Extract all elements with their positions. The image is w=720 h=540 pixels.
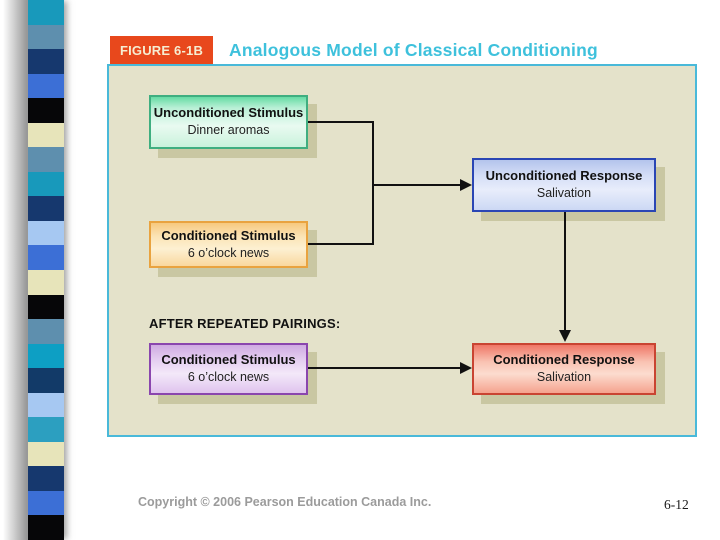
ribbon-segment bbox=[28, 147, 64, 172]
ribbon-segment bbox=[28, 368, 64, 393]
box-title: Conditioned Response bbox=[493, 352, 635, 368]
ribbon-segment bbox=[28, 245, 64, 271]
box-title: Unconditioned Stimulus bbox=[153, 105, 304, 121]
ribbon-segment bbox=[28, 270, 64, 295]
arrowhead-to-cr-left bbox=[460, 362, 472, 374]
box-conditioned-stimulus-before: Conditioned Stimulus 6 o’clock news bbox=[149, 221, 308, 268]
connector-vertical-bracket bbox=[372, 121, 374, 245]
ribbon-segment bbox=[28, 417, 64, 442]
connector-cs-horizontal bbox=[308, 243, 374, 245]
box-title: Conditioned Stimulus bbox=[161, 227, 296, 243]
ribbon-segment bbox=[28, 73, 64, 99]
ribbon-segment bbox=[28, 515, 64, 540]
box-subtitle: Dinner aromas bbox=[187, 123, 270, 138]
copyright-text: Copyright © 2006 Pearson Education Canad… bbox=[138, 495, 432, 509]
box-subtitle: Salivation bbox=[536, 370, 592, 385]
ribbon-segment bbox=[28, 24, 64, 50]
box-title: Conditioned Stimulus bbox=[161, 352, 296, 368]
box-subtitle: 6 o’clock news bbox=[187, 245, 270, 260]
ribbon-segment bbox=[28, 343, 64, 369]
arrowhead-to-cr-top bbox=[559, 330, 571, 342]
ribbon-segment bbox=[28, 171, 64, 197]
figure-label: FIGURE 6-1B bbox=[110, 36, 213, 64]
arrowhead-to-ur bbox=[460, 179, 472, 191]
diagram-panel: Unconditioned Stimulus Dinner aromas Unc… bbox=[107, 64, 697, 437]
connector-to-ur bbox=[373, 184, 461, 186]
box-conditioned-response: Conditioned Response Salivation bbox=[472, 343, 656, 395]
ribbon-segment bbox=[28, 466, 64, 491]
connector-ur-to-cr bbox=[564, 212, 566, 331]
ribbon-segment bbox=[28, 294, 64, 320]
box-conditioned-stimulus-after: Conditioned Stimulus 6 o’clock news bbox=[149, 343, 308, 395]
box-title: Unconditioned Response bbox=[485, 168, 643, 184]
slide-title: Analogous Model of Classical Conditionin… bbox=[229, 39, 598, 60]
ribbon-segment bbox=[28, 441, 64, 467]
ribbon-segment bbox=[28, 392, 64, 418]
box-subtitle: Salivation bbox=[536, 186, 592, 201]
ribbon-segment bbox=[28, 196, 64, 221]
box-subtitle: 6 o’clock news bbox=[187, 370, 270, 385]
ribbon-segment bbox=[28, 0, 64, 25]
ribbon-segment bbox=[28, 220, 64, 246]
box-unconditioned-response: Unconditioned Response Salivation bbox=[472, 158, 656, 212]
connector-cs2-to-cr bbox=[308, 367, 461, 369]
ribbon-segment bbox=[28, 122, 64, 148]
ribbon-segment bbox=[28, 49, 64, 74]
slide-page-number: 6-12 bbox=[664, 497, 689, 512]
ribbon-segment bbox=[28, 98, 64, 123]
decorative-strip bbox=[28, 0, 64, 540]
ribbon-segment bbox=[28, 319, 64, 344]
ribbon-shadow bbox=[3, 0, 29, 540]
connector-us-horizontal bbox=[308, 121, 374, 123]
after-repeated-pairings-label: AFTER REPEATED PAIRINGS: bbox=[149, 316, 341, 331]
ribbon-segment bbox=[28, 490, 64, 516]
box-unconditioned-stimulus: Unconditioned Stimulus Dinner aromas bbox=[149, 95, 308, 149]
